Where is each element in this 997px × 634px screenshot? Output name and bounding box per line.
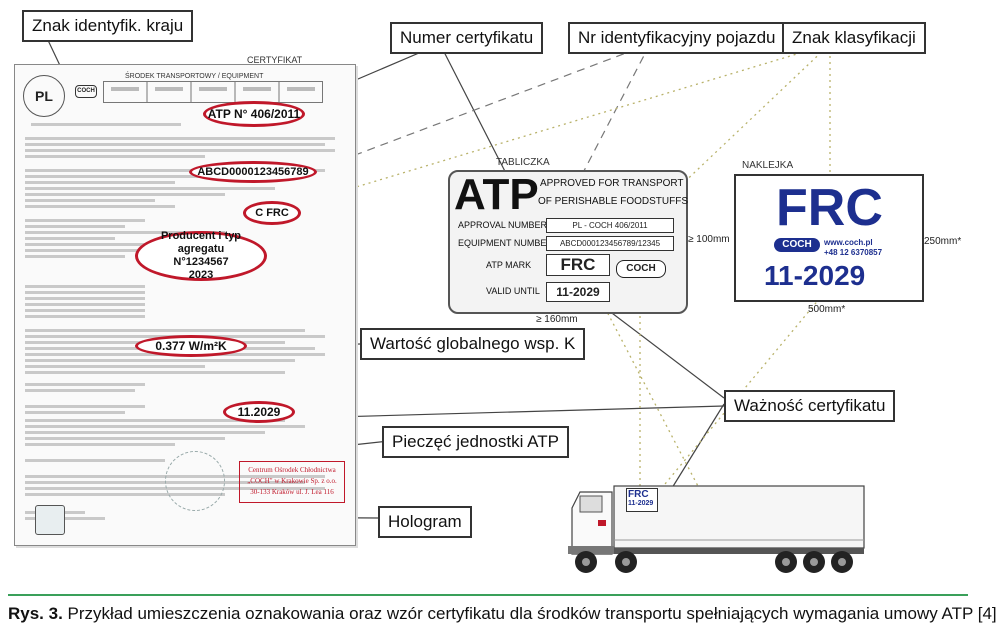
caption-prefix: Rys. 3. bbox=[8, 604, 63, 623]
plate-atp-big: ATP bbox=[454, 170, 539, 219]
certificate-title: CERTYFIKAT bbox=[247, 55, 303, 65]
stamp-line2: „COCH" w Krakowie Sp. z o.o. bbox=[247, 477, 337, 485]
sticker-coch-logo: COCH bbox=[774, 238, 820, 252]
callout-k-value: Wartość globalnego wsp. K bbox=[360, 328, 586, 360]
sticker-height-dim: 250mm* bbox=[924, 236, 962, 247]
producer-year: 2023 bbox=[188, 269, 214, 281]
callout-stamp: Pieczęć jednostki ATP bbox=[382, 426, 569, 458]
plate-height-dim: ≥ 100mm bbox=[688, 234, 730, 245]
approval-number-value: PL - COCH 406/2011 bbox=[546, 218, 674, 233]
sticker-url: www.coch.pl bbox=[824, 238, 873, 247]
class-oval: C FRC bbox=[243, 201, 301, 225]
callout-hologram: Hologram bbox=[378, 506, 472, 538]
stamp-line1: Centrum Ośrodek Chłodnictwa bbox=[248, 466, 336, 474]
country-code-badge: PL bbox=[23, 75, 65, 117]
sticker-label: NAKLEJKA bbox=[742, 160, 794, 171]
coch-logo: COCH bbox=[75, 85, 97, 98]
hologram-icon bbox=[35, 505, 65, 535]
plate-width-dim: ≥ 160mm bbox=[536, 314, 578, 325]
callout-cert-number: Numer certyfikatu bbox=[390, 22, 544, 54]
atp-stamp: Centrum Ośrodek Chłodnictwa „COCH" w Kra… bbox=[239, 461, 345, 503]
callout-validity: Ważność certyfikatu bbox=[724, 390, 896, 422]
truck-sticker: FRC 11-2029 bbox=[626, 488, 658, 512]
certificate-document: CERTYFIKAT PL COCH ŚRODEK TRANSPORTOWY /… bbox=[14, 55, 356, 546]
truck-sticker-code: FRC bbox=[628, 489, 649, 500]
plate-approved-line2: OF PERISHABLE FOODSTUFFS bbox=[538, 196, 689, 207]
validity-oval: 11.2029 bbox=[223, 401, 295, 423]
truck-sticker-date: 11-2029 bbox=[628, 500, 654, 507]
stamp-line3: 30-133 Kraków ul. J. Lea 116 bbox=[250, 488, 334, 496]
cert-number-oval: ATP N° 406/2011 bbox=[203, 101, 305, 127]
caption-text: Przykład umieszczenia oznakowania oraz w… bbox=[62, 604, 997, 623]
plate-coch-logo: COCH bbox=[616, 260, 666, 278]
seal-emblem bbox=[165, 451, 225, 511]
plate-approved-line1: APPROVED FOR TRANSPORT bbox=[540, 178, 684, 189]
atp-sticker: FRC COCH www.coch.pl +48 12 6370857 11-2… bbox=[734, 174, 924, 302]
producer-number: N°1234567 bbox=[173, 256, 229, 268]
sticker-width-dim: 500mm* bbox=[808, 304, 846, 315]
callout-vehicle-id: Nr identyfikacyjny pojazdu bbox=[568, 22, 786, 54]
atp-mark-value: FRC bbox=[546, 254, 610, 276]
atp-plate: ATP APPROVED FOR TRANSPORT OF PERISHABLE… bbox=[448, 170, 688, 314]
certificate-header-line: ŚRODEK TRANSPORTOWY / EQUIPMENT bbox=[125, 73, 264, 80]
vin-oval: ABCD0000123456789 bbox=[189, 161, 317, 183]
callout-country: Znak identyfik. kraju bbox=[22, 10, 194, 42]
k-value-oval: 0.377 W/m²K bbox=[135, 335, 247, 357]
atp-mark-label: ATP MARK bbox=[486, 260, 532, 270]
pictogram-table bbox=[103, 81, 323, 103]
valid-until-value: 11-2029 bbox=[546, 282, 610, 302]
sticker-code: FRC bbox=[776, 179, 883, 237]
valid-until-label: VALID UNTIL bbox=[486, 286, 540, 296]
plate-label: TABLICZKA bbox=[496, 157, 550, 168]
equipment-number-label: EQUIPMENT NUMBER bbox=[458, 238, 553, 248]
sticker-phone: +48 12 6370857 bbox=[824, 248, 883, 257]
equipment-number-value: ABCD000123456789/12345 bbox=[546, 236, 674, 251]
truck-illustration bbox=[568, 485, 865, 573]
approval-number-label: APPROVAL NUMBER bbox=[458, 220, 548, 230]
caption-rule bbox=[8, 594, 968, 596]
producer-oval: Producent i typ agregatu N°1234567 2023 bbox=[135, 230, 267, 281]
producer-title: Producent i typ agregatu bbox=[160, 230, 242, 255]
figure-caption: Rys. 3. Przykład umieszczenia oznakowani… bbox=[8, 604, 997, 624]
callout-class-mark: Znak klasyfikacji bbox=[782, 22, 926, 54]
sticker-date: 11-2029 bbox=[764, 260, 866, 291]
